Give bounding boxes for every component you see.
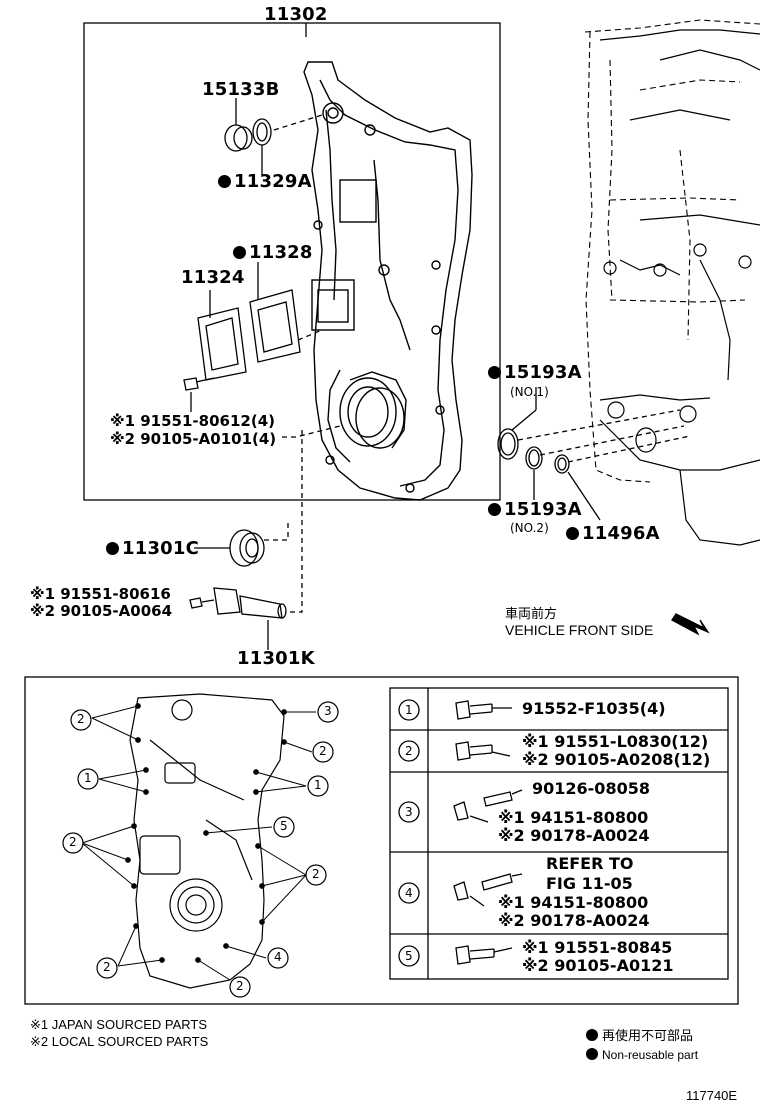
legend-en: Non-reusable part xyxy=(586,1048,698,1063)
part-label-no2: (NO.2) xyxy=(510,521,549,535)
table-row3-line3: ※2 90178-A0024 xyxy=(498,826,650,845)
table-row2-line2: ※2 90105-A0208(12) xyxy=(522,750,711,769)
callout-3: 3 xyxy=(324,704,332,718)
part-label-11302: 11302 xyxy=(264,4,328,25)
part-label-11329a: 11329A xyxy=(218,173,312,191)
legend-jp: 再使用不可部品 xyxy=(586,1028,693,1043)
table-row5-line1: ※1 91551-80845 xyxy=(522,938,673,957)
engine-block-drawing xyxy=(584,19,760,483)
vehicle-front-en: VEHICLE FRONT SIDE xyxy=(505,622,654,638)
front-arrow xyxy=(671,613,710,636)
sensor-drawing xyxy=(189,430,303,650)
bolt-layout-box xyxy=(24,676,739,1005)
part-label-15193a-no2: 15193A xyxy=(488,501,582,519)
part-label-11301k: 11301K xyxy=(237,648,315,669)
table-row3-line2: ※1 94151-80800 xyxy=(498,808,649,827)
table-number-5: 5 xyxy=(405,949,413,963)
vehicle-front-jp: 車両前方 xyxy=(505,606,558,621)
callout-1: 1 xyxy=(314,778,322,792)
callout-4: 4 xyxy=(274,950,282,964)
assembly-box xyxy=(83,22,501,501)
part-label-11328: 11328 xyxy=(233,244,313,262)
non-reusable-dot-icon xyxy=(488,366,501,379)
water-inlet-plates-drawing xyxy=(183,262,323,412)
table-number-2: 2 xyxy=(405,744,413,758)
part-label-11324: 11324 xyxy=(181,267,245,288)
part-label-no1: (NO.1) xyxy=(510,385,549,399)
bolt-label-jp-1: ※1 91551-80612(4) xyxy=(110,412,275,430)
callout-2: 2 xyxy=(319,744,327,758)
non-reusable-dot-icon xyxy=(566,527,579,540)
table-row4-line2: FIG 11-05 xyxy=(546,874,633,893)
bolt-label-local-1: ※2 90105-A0101(4) xyxy=(110,430,277,448)
footnote-local: ※2 LOCAL SOURCED PARTS xyxy=(30,1034,209,1049)
non-reusable-dot-icon xyxy=(488,503,501,516)
table-number-1: 1 xyxy=(405,703,413,717)
non-reusable-dot-icon xyxy=(218,175,231,188)
timing-cover-drawing xyxy=(303,61,473,501)
callout-2: 2 xyxy=(103,960,111,974)
callout-2: 2 xyxy=(236,979,244,993)
callout-2: 2 xyxy=(69,835,77,849)
callout-1: 1 xyxy=(84,771,92,785)
bolt-label-local-2: ※2 90105-A0064 xyxy=(30,602,173,620)
part-label-15133b: 15133B xyxy=(202,79,280,100)
table-bolt-icons xyxy=(453,700,523,965)
part-label-15193a-no1: 15193A xyxy=(488,364,582,382)
bolt-table-frame xyxy=(389,687,729,980)
footnote-japan: ※1 JAPAN SOURCED PARTS xyxy=(30,1017,208,1032)
plug-and-gasket-drawing xyxy=(224,98,323,175)
table-row4-line4: ※2 90178-A0024 xyxy=(498,911,650,930)
callout-5: 5 xyxy=(280,819,288,833)
non-reusable-dot-icon xyxy=(586,1029,598,1041)
oil-seal-drawing xyxy=(194,520,289,567)
bolt-label-jp-2: ※1 91551-80616 xyxy=(30,585,171,603)
engine-block-solid xyxy=(599,29,760,546)
table-row3-line1: 90126-08058 xyxy=(532,779,650,798)
bolt-layout-cover xyxy=(129,693,285,989)
bolt-layout-callout-circles xyxy=(62,701,339,998)
non-reusable-dot-icon xyxy=(586,1048,598,1060)
table-row4-line1: REFER TO xyxy=(546,854,634,873)
callout-2: 2 xyxy=(77,712,85,726)
table-row4-line3: ※1 94151-80800 xyxy=(498,893,649,912)
table-row5-line2: ※2 90105-A0121 xyxy=(522,956,674,975)
o-rings-drawing xyxy=(497,387,691,521)
part-label-11301c: 11301C xyxy=(106,540,199,558)
table-number-3: 3 xyxy=(405,805,413,819)
part-label-11496a: 11496A xyxy=(566,525,660,543)
bolt-layout-leaders xyxy=(81,705,316,981)
non-reusable-dot-icon xyxy=(233,246,246,259)
callout-2: 2 xyxy=(312,867,320,881)
figure-number: 117740E xyxy=(686,1088,738,1103)
table-row1-line1: 91552-F1035(4) xyxy=(522,699,666,718)
table-number-4: 4 xyxy=(405,886,413,900)
non-reusable-dot-icon xyxy=(106,542,119,555)
table-row2-line1: ※1 91551-L0830(12) xyxy=(522,732,709,751)
